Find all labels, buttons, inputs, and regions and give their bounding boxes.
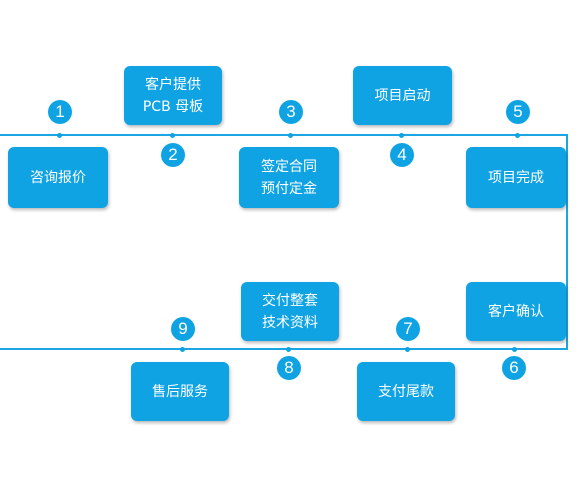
step-9-number: 9: [171, 317, 195, 341]
step-3-connector-dot: [288, 133, 293, 138]
step-4-box: 项目启动: [353, 66, 452, 125]
step-1-box: 咨询报价: [8, 147, 108, 208]
loop-line-top: [0, 134, 568, 136]
step-8-connector-dot: [286, 347, 291, 352]
step-4-connector-dot: [399, 133, 404, 138]
loop-line-bottom: [0, 348, 568, 350]
step-8-box: 交付整套 技术资料: [241, 282, 339, 341]
step-5-box: 项目完成: [466, 147, 566, 208]
step-6-connector-dot: [512, 347, 517, 352]
step-9-connector-dot: [180, 347, 185, 352]
step-5-number: 5: [506, 100, 530, 124]
step-8-number: 8: [277, 356, 301, 380]
step-6-box: 客户确认: [466, 282, 566, 341]
step-7-connector-dot: [405, 347, 410, 352]
step-7-number: 7: [396, 317, 420, 341]
step-2-number: 2: [161, 143, 185, 167]
step-6-number: 6: [502, 356, 526, 380]
step-3-box: 签定合同 预付定金: [239, 147, 339, 208]
step-2-box: 客户提供 PCB 母板: [124, 66, 222, 125]
step-2-connector-dot: [170, 133, 175, 138]
step-1-number: 1: [48, 100, 72, 124]
step-3-number: 3: [279, 100, 303, 124]
step-1-connector-dot: [57, 133, 62, 138]
loop-line-right: [566, 134, 568, 350]
step-7-box: 支付尾款: [357, 362, 455, 421]
step-4-number: 4: [390, 143, 414, 167]
step-9-box: 售后服务: [131, 362, 229, 421]
step-5-connector-dot: [515, 133, 520, 138]
